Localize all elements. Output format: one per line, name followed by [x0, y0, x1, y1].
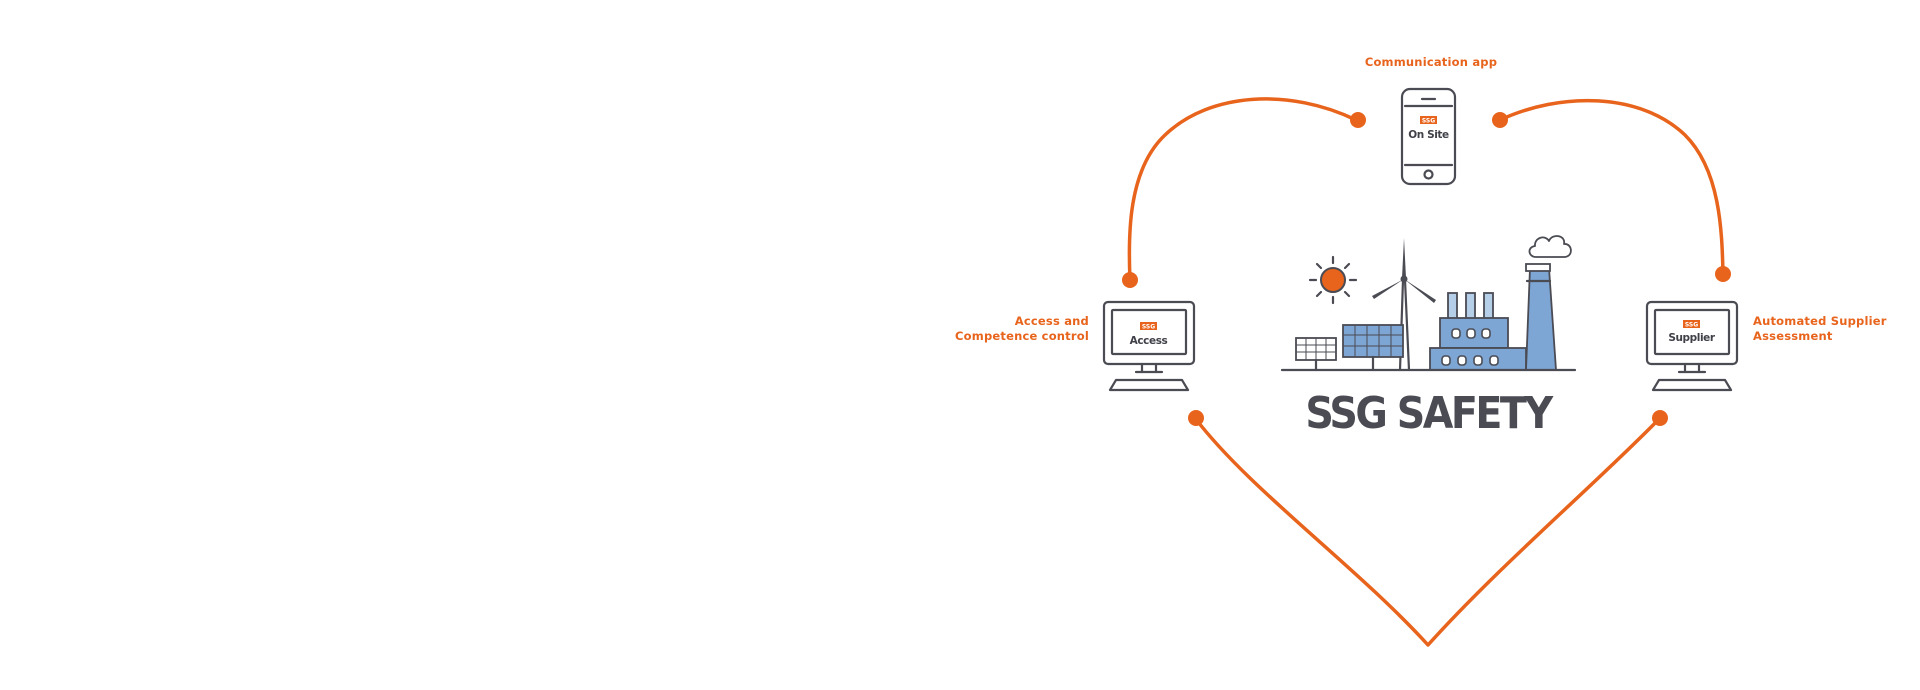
factory-icon	[1429, 263, 1557, 371]
solar-panel-icon	[1295, 324, 1404, 372]
ssg-badge	[1683, 320, 1700, 328]
connector-top-left	[1127, 97, 1358, 282]
label-supplier-line1: Automated Supplier	[1753, 314, 1887, 328]
connector-dot	[1188, 410, 1204, 426]
sun-icon	[1308, 255, 1358, 305]
left-monitor-screen-label: Access	[1130, 335, 1168, 347]
label-access-line2: Competence control	[955, 329, 1089, 343]
left-monitor-badge-text: SSG	[1142, 324, 1155, 331]
heart-connector	[1122, 97, 1731, 647]
connector-dot	[1492, 112, 1508, 128]
industrial-scene-illustration	[1280, 235, 1577, 372]
connector-dot	[1350, 112, 1366, 128]
label-supplier-line2: Assessment	[1753, 329, 1833, 343]
connector-dot	[1122, 272, 1138, 288]
smartphone-icon: SSG On Site	[1400, 87, 1457, 186]
phone-screen-label: On Site	[1408, 129, 1449, 141]
ssg-badge	[1420, 116, 1437, 124]
cloud-icon	[1528, 235, 1572, 258]
label-communication-app: Communication app	[1365, 55, 1497, 69]
connector-dot	[1715, 266, 1731, 282]
right-monitor-badge-text: SSG	[1685, 322, 1698, 329]
connector-bottom	[1193, 416, 1662, 647]
phone-badge-text: SSG	[1422, 118, 1435, 125]
monitor-icon: SSG Access	[1102, 300, 1196, 392]
ssg-safety-logo: SSG SAFETY	[1305, 388, 1554, 439]
monitor-icon: SSG Supplier	[1645, 300, 1739, 392]
connector-dot	[1652, 410, 1668, 426]
ssg-badge	[1140, 322, 1157, 330]
label-access-line1: Access and	[1015, 314, 1089, 328]
wind-turbine-icon	[1372, 238, 1436, 372]
right-monitor-screen-label: Supplier	[1668, 332, 1716, 344]
connector-top-right	[1498, 98, 1725, 276]
